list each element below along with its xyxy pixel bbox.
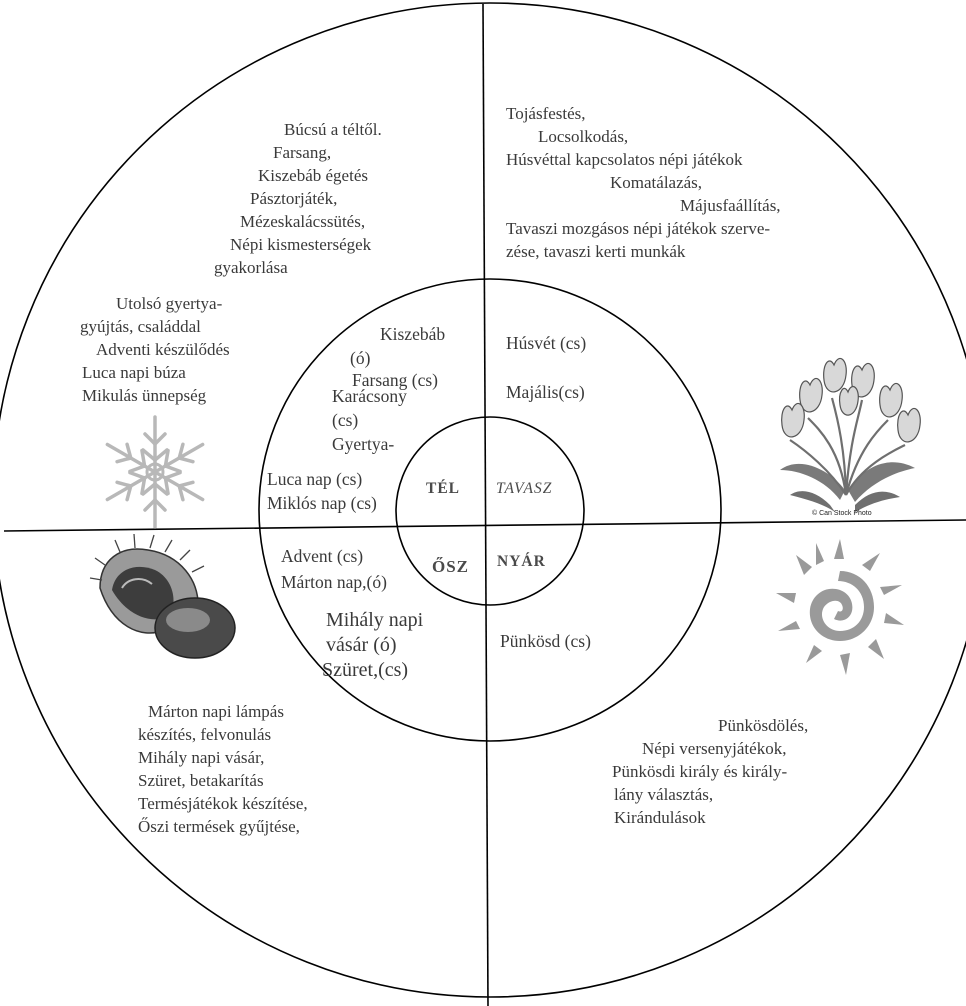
season-summer-label: NYÁR (497, 553, 546, 570)
activity-line: Márton napi lámpás (148, 702, 284, 721)
activity-line: gyújtás, családdal (80, 317, 201, 336)
winter-mid-karacsony: Karácsony (cs) (332, 384, 407, 432)
photo-credit: © Can Stock Photo (812, 510, 872, 517)
activity-line: Farsang, (273, 143, 332, 162)
activity-line: Népi versenyjátékok, (642, 739, 787, 758)
activity-line: gyakorlása (214, 258, 288, 277)
activity-line: Luca napi búza (82, 363, 186, 382)
activity-line: Őszi termések gyűjtése, (138, 817, 300, 836)
autumn-mid-advent: Advent (cs) (281, 546, 364, 566)
activity-line: Kiszebáb égetés (258, 166, 368, 185)
summer-mid-punkosd: Pünkösd (cs) (500, 631, 591, 651)
snowflake-icon (105, 415, 205, 529)
autumn-mid-marton: Márton nap,(ó) (281, 572, 387, 592)
season-winter-label: TÉL (426, 480, 461, 497)
autumn-mid-mihaly: Mihály napi vásár (ó) Szüret,(cs) (320, 608, 423, 683)
sun-icon (776, 539, 904, 675)
tulips-icon (780, 357, 921, 512)
activity-line: Tojásfestés, (506, 104, 586, 123)
activity-line: Kirándulások (614, 808, 706, 827)
middle-circle (258, 278, 722, 742)
holiday-label: (ó) (350, 348, 371, 368)
activity-line: Termésjátékok készítése, (138, 794, 308, 813)
holiday-label: Kiszebáb (380, 324, 446, 344)
winter-mid-luca: Luca nap (cs) (267, 469, 363, 489)
activity-line: Adventi készülődés (96, 340, 230, 359)
activity-line: Tavaszi mozgásos népi játékok szerve- (506, 219, 771, 238)
inner-circle (395, 416, 585, 606)
season-autumn-label: ŐSZ (432, 557, 470, 576)
activity-line: Utolsó gyertya- (116, 294, 223, 313)
activity-line: Szüret, betakarítás (138, 771, 264, 790)
spring-mid-majalis: Majális(cs) (506, 382, 585, 402)
activity-line: Májusfaállítás, (680, 196, 781, 215)
holiday-label: Mihály napi (326, 609, 424, 631)
activity-line: lány választás, (614, 785, 714, 804)
holiday-label: vásár (ó) (326, 634, 397, 656)
activity-line: Locsolkodás, (538, 127, 629, 146)
activity-line: Pünkösdölés, (718, 716, 809, 735)
winter-outer-activities: Búcsú a téltől. Farsang, Kiszebáb égetés… (214, 118, 382, 279)
spring-outer-activities: Tojásfestés, Locsolkodás, Húsvéttal kapc… (506, 102, 781, 263)
horizontal-axis (3, 519, 966, 532)
winter-mid-kiszebab: Kiszebáb (ó) (350, 322, 445, 370)
spring-mid-husvet: Húsvét (cs) (506, 333, 587, 353)
summer-outer-activities: Pünkösdölés, Népi versenyjátékok, Pünkös… (612, 714, 808, 829)
activity-line: készítés, felvonulás (138, 725, 272, 744)
activity-line: Búcsú a téltől. (284, 120, 382, 139)
holiday-label: Karácsony (332, 386, 407, 406)
activity-line: Népi kismesterségek (230, 235, 372, 254)
activity-line: Komatálazás, (610, 173, 703, 192)
activity-line: Mikulás ünnepség (82, 386, 207, 405)
season-spring-label: TAVASZ (496, 480, 553, 497)
holiday-label: (cs) (332, 410, 359, 430)
activity-line: zése, tavaszi kerti munkák (506, 242, 686, 261)
activity-line: Húsvéttal kapcsolatos népi játékok (506, 150, 743, 169)
activity-line: Pásztorjáték, (250, 189, 338, 208)
activity-line: Mihály napi vásár, (138, 748, 265, 767)
winter-mid-farsang: Farsang (cs) (352, 370, 439, 390)
autumn-outer-activities: Márton napi lámpás készítés, felvonulás … (136, 700, 308, 838)
activity-line: Pünkösdi király és király- (612, 762, 788, 781)
winter-mid-miklos: Miklós nap (cs) (267, 493, 377, 513)
chestnut-icon (89, 533, 236, 659)
winter-outer-left-activities: Utolsó gyertya- gyújtás, családdal Adven… (80, 292, 230, 407)
activity-line: Mézeskalácssütés, (240, 212, 366, 231)
vertical-axis (482, 3, 489, 1006)
winter-mid-gyertya: Gyertya- (332, 434, 395, 454)
holiday-label: Szüret,(cs) (322, 659, 409, 681)
